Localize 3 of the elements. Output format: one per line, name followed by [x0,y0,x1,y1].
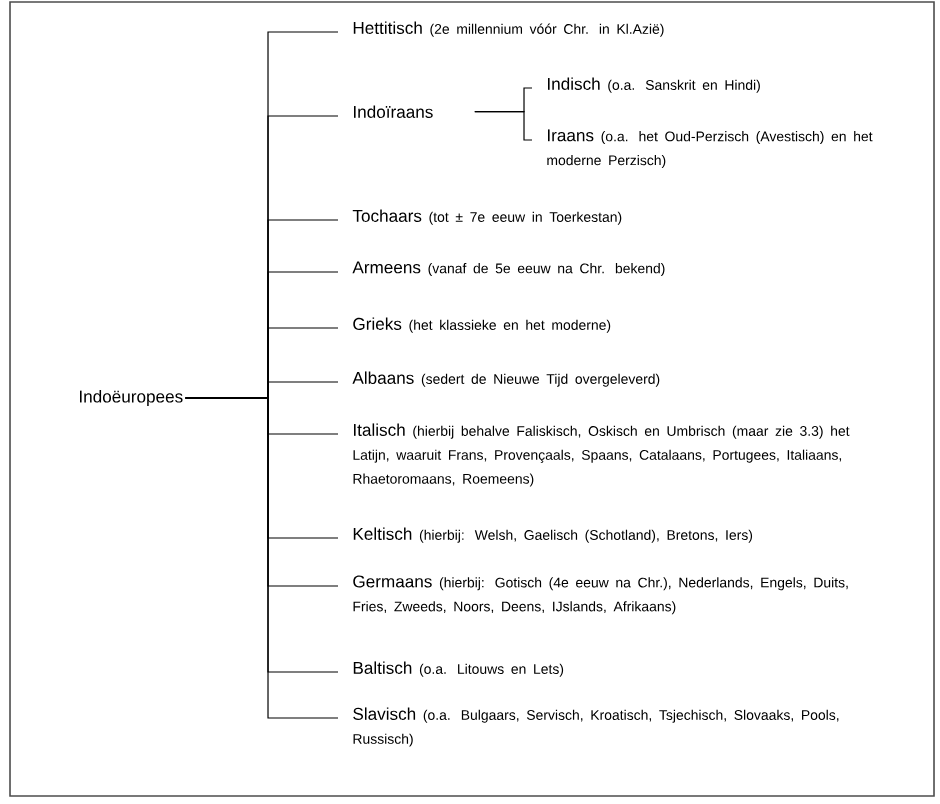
language-label: Indoïraans [354,105,433,118]
language-label: Indoëuropees [80,390,183,406]
branch-line [474,111,533,141]
